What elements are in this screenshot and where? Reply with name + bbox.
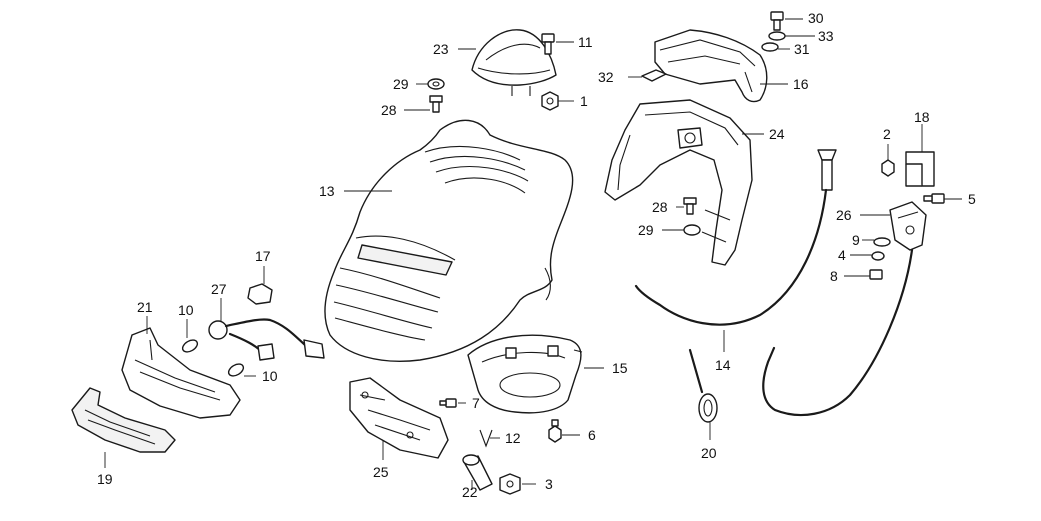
callout-25: 25 [373, 464, 389, 480]
callout-3: 3 [545, 476, 553, 492]
screw-28-upper-part [429, 95, 443, 113]
upper-bracket-part [654, 29, 768, 103]
callout-26: 26 [836, 207, 852, 223]
center-cap-part [471, 29, 557, 96]
washer-29-mid-part [683, 224, 701, 236]
bracket-plate-25-part [349, 377, 449, 459]
callout-14: 14 [715, 357, 731, 373]
callout-13: 13 [319, 183, 335, 199]
washer-4-part [871, 251, 885, 261]
bolt-11-part [541, 33, 555, 55]
callout-1: 1 [580, 93, 588, 109]
washer-9-part [873, 237, 891, 247]
nut-31-part [761, 42, 779, 52]
bulb-10-lower-part [227, 363, 245, 377]
callout-17: 17 [255, 248, 271, 264]
callout-21: 21 [137, 299, 153, 315]
screw-28-mid-part [683, 197, 697, 215]
callout-labels: 30 33 23 11 31 29 32 16 28 1 18 24 2 13 … [97, 10, 976, 500]
callout-5: 5 [968, 191, 976, 207]
callout-11: 11 [578, 34, 593, 50]
bolt-8-part [869, 269, 883, 280]
callout-8: 8 [830, 268, 838, 284]
callout-28: 28 [652, 199, 668, 215]
nut-2-part [881, 159, 895, 177]
clip-32-part [641, 69, 667, 82]
callout-9: 9 [852, 232, 860, 248]
callout-23: 23 [433, 41, 449, 57]
callout-10: 10 [262, 368, 278, 384]
tray-15-part [467, 334, 583, 414]
bolt-5-part [923, 193, 945, 204]
screw-6-part [548, 419, 562, 443]
light-housing-21-part [121, 327, 241, 419]
callout-31: 31 [794, 41, 810, 57]
socket-harness-27-part [208, 318, 325, 361]
nut-3-part [499, 473, 521, 495]
connector-17-part [247, 283, 273, 305]
callout-20: 20 [701, 445, 717, 461]
latch-26-part [762, 201, 927, 417]
washer-29-upper-part [427, 78, 445, 90]
screw-7-part [439, 398, 457, 408]
callout-33: 33 [818, 28, 834, 44]
callout-28: 28 [381, 102, 397, 118]
callout-12: 12 [505, 430, 521, 446]
inner-frame-part [604, 99, 753, 266]
bolt-22-part [462, 454, 493, 491]
callout-4: 4 [838, 247, 846, 263]
callout-30: 30 [808, 10, 824, 26]
release-cable-part [634, 149, 837, 326]
bulb-10-upper-part [181, 339, 199, 353]
callout-18: 18 [914, 109, 930, 125]
leader-lines [104, 18, 962, 490]
lock-ring-part [688, 348, 718, 423]
bracket-18-part [905, 151, 935, 187]
callout-7: 7 [472, 395, 480, 411]
callout-27: 27 [211, 281, 227, 297]
nut-1-part [541, 91, 559, 111]
callout-16: 16 [793, 76, 809, 92]
callout-22: 22 [462, 484, 478, 500]
lens-19-part [71, 387, 176, 453]
callout-6: 6 [588, 427, 596, 443]
bolt-30-part [770, 11, 784, 31]
callout-29: 29 [638, 222, 654, 238]
callout-24: 24 [769, 126, 785, 142]
callout-19: 19 [97, 471, 113, 487]
callout-2: 2 [883, 126, 891, 142]
washer-33-part [768, 31, 786, 41]
clip-12-part [479, 429, 493, 448]
callout-10: 10 [178, 302, 194, 318]
callout-32: 32 [598, 69, 614, 85]
callout-15: 15 [612, 360, 628, 376]
front-cover-part [324, 119, 574, 362]
callout-29: 29 [393, 76, 409, 92]
